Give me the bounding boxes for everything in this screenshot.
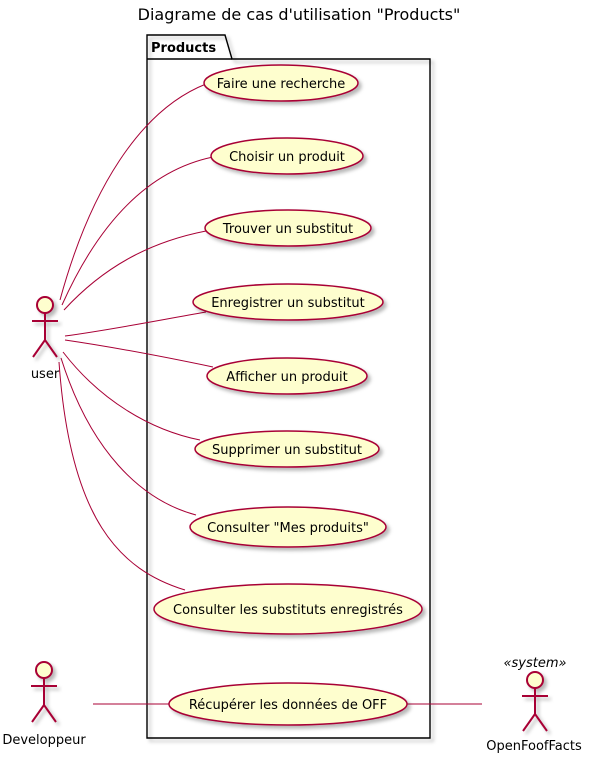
assoc-user-enregistrer-substitut: [64, 311, 207, 337]
use-case-label: Supprimer un substitut: [212, 443, 362, 458]
use-case[interactable]: Faire une recherche: [203, 64, 359, 102]
assoc-user-consulter-substituts: [58, 361, 186, 591]
use-case[interactable]: Afficher un produit: [206, 357, 368, 395]
use-case-label: Consulter "Mes produits": [207, 521, 369, 536]
actor-label: OpenFoofFacts: [486, 739, 582, 754]
actor-icon: [31, 661, 57, 723]
actor-label: Developpeur: [2, 733, 86, 748]
use-case-label: Enregistrer un substitut: [211, 296, 365, 311]
actor-icon: [522, 671, 548, 732]
use-case[interactable]: Consulter les substituts enregistrés: [153, 583, 423, 635]
use-case-label: Afficher un produit: [226, 370, 347, 385]
actor-label: user: [31, 367, 60, 382]
actor-user[interactable]: user: [31, 296, 60, 382]
package-label: Products: [151, 41, 216, 56]
use-case[interactable]: Consulter "Mes produits": [189, 506, 387, 548]
actor-icon: [32, 296, 58, 358]
use-case[interactable]: Supprimer un substitut: [194, 430, 380, 468]
use-case-label: Trouver un substitut: [222, 222, 353, 237]
diagram-title: Diagrame de cas d'utilisation "Products": [138, 5, 461, 24]
use-case-label: Choisir un produit: [229, 150, 345, 165]
package-products: Products: [146, 34, 431, 739]
user-associations: [58, 83, 214, 591]
actor-openfooffacts[interactable]: «system» OpenFoofFacts: [486, 656, 582, 754]
assoc-user-supprimer-substitut: [62, 351, 201, 441]
assoc-user-afficher-produit: [64, 339, 214, 368]
assoc-user-consulter-mes-produits: [60, 357, 197, 516]
use-case[interactable]: Enregistrer un substitut: [192, 283, 384, 321]
use-case-label: Consulter les substituts enregistrés: [173, 603, 403, 618]
use-case-label: Récupérer les données de OFF: [189, 698, 387, 713]
assoc-user-faire-recherche: [59, 83, 207, 301]
assoc-user-trouver-substitut: [63, 230, 207, 311]
assoc-user-choisir-produit: [61, 156, 214, 306]
use-case[interactable]: Choisir un produit: [210, 137, 364, 175]
use-case-label: Faire une recherche: [217, 77, 346, 92]
actor-developpeur[interactable]: Developpeur: [2, 661, 86, 748]
use-case[interactable]: Trouver un substitut: [204, 209, 372, 247]
use-case[interactable]: Récupérer les données de OFF: [168, 682, 408, 726]
actor-stereotype: «system»: [503, 656, 566, 671]
